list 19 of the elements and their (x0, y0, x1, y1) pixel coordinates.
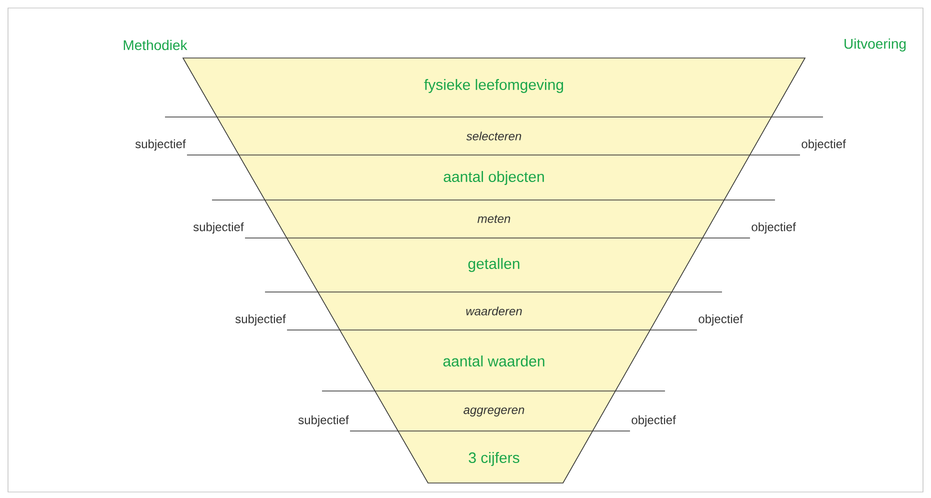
step-label: waarderen (466, 306, 522, 316)
step-label: meten (478, 215, 510, 223)
step-label: selecteren (466, 132, 522, 140)
side-label: subjectief (193, 222, 244, 234)
column-heading: Methodiek (124, 40, 188, 50)
side-label: objectief (632, 415, 676, 427)
side-label: subjectief (135, 139, 186, 151)
stage-label: fysieke leefomgeving (424, 79, 564, 93)
stage-label: 3 cijfers (468, 452, 520, 466)
step-label: aggregeren (464, 408, 524, 416)
side-label: subjectief (235, 314, 286, 326)
side-label: objectief (698, 314, 743, 326)
stage-label: aantal waarden (443, 356, 544, 366)
side-label: objectief (752, 222, 796, 234)
side-label: subjectief (298, 415, 349, 427)
stage-label: getallen (468, 258, 520, 272)
column-heading: Uitvoering (844, 38, 906, 52)
side-label: objectief (802, 139, 846, 151)
stage-label: aantal objecten (444, 171, 544, 185)
